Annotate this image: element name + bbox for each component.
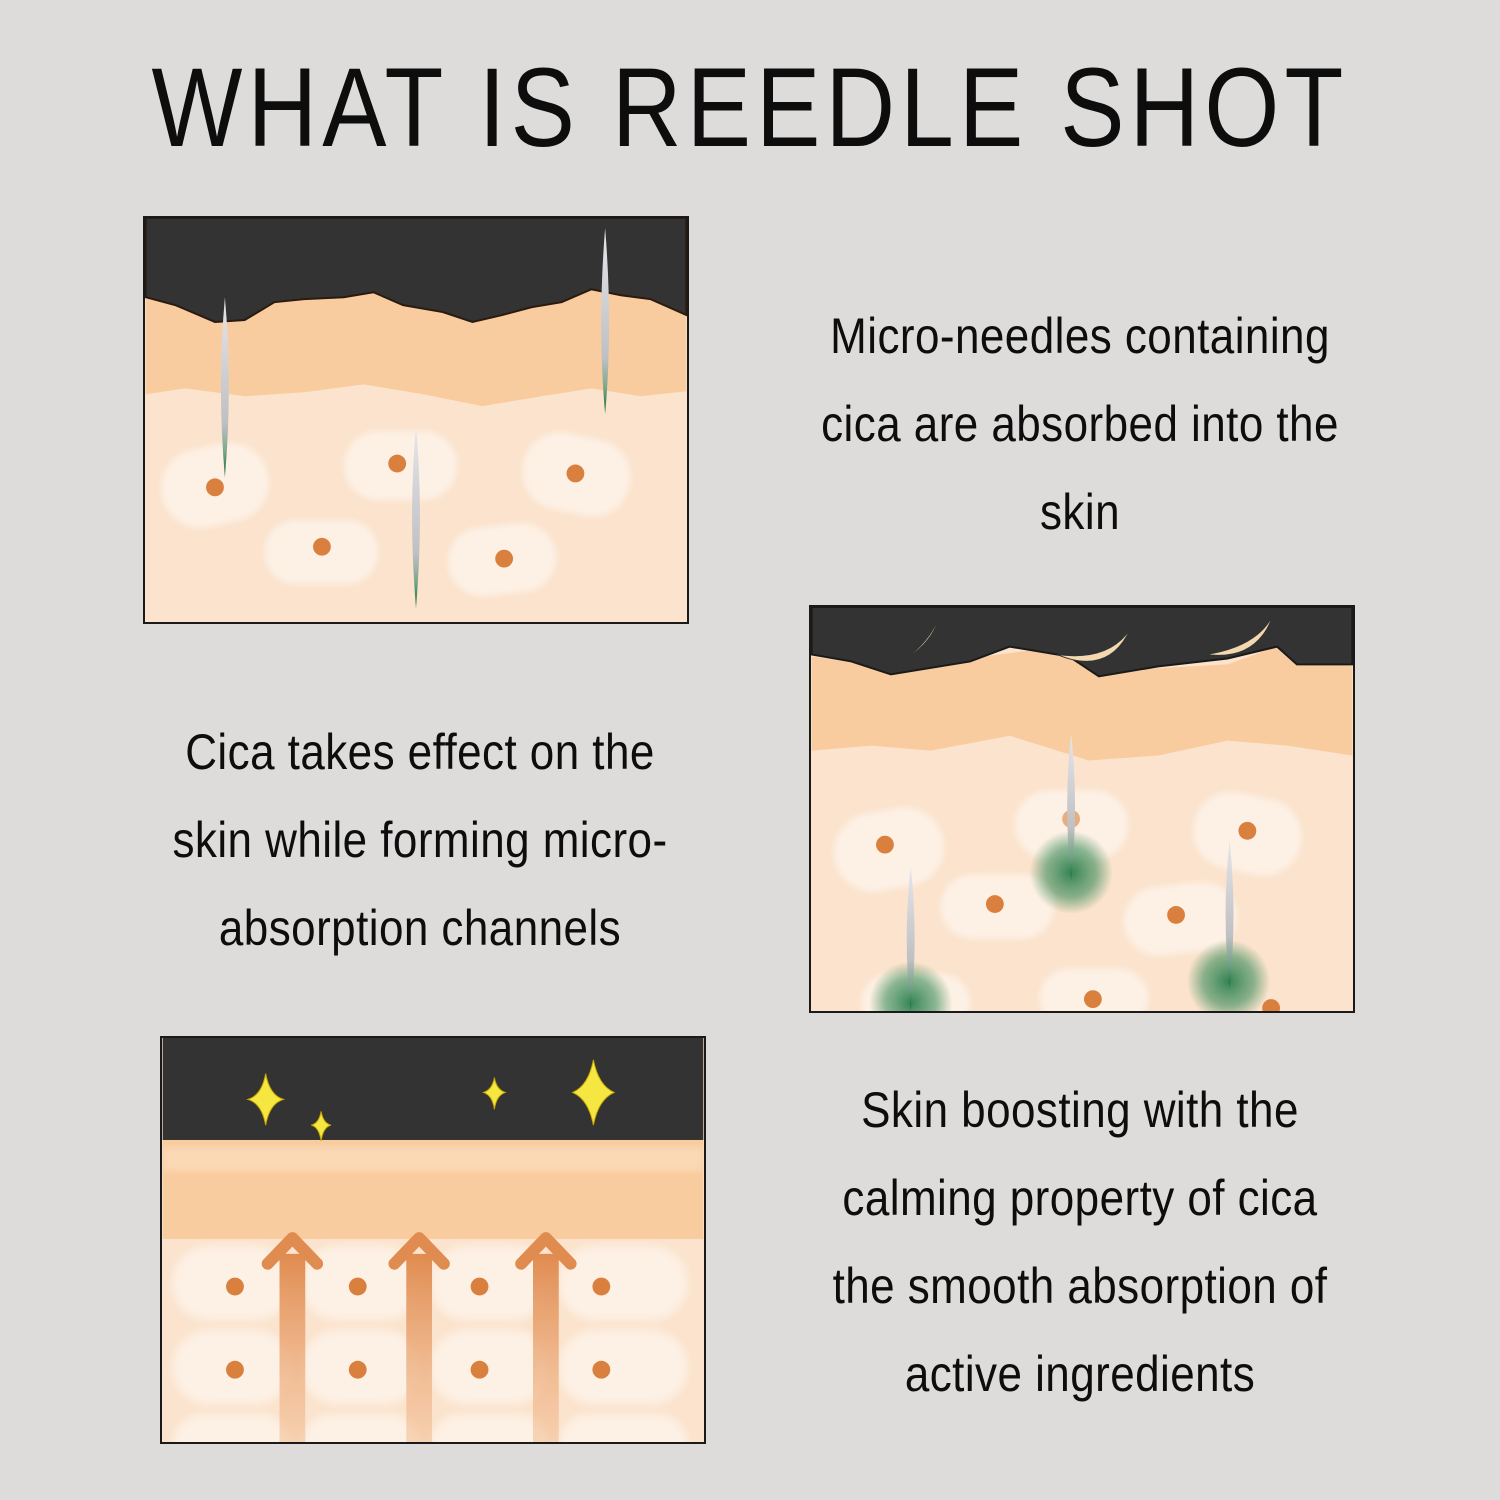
- illustration-skin-boosting: [160, 1036, 706, 1444]
- illustration-cica-absorption: [809, 605, 1355, 1013]
- step-3-caption: Skin boosting with the calming property …: [832, 1082, 1328, 1402]
- cica-absorption-illustration: [811, 607, 1353, 1011]
- step-2-caption: Cica takes effect on the skin while form…: [172, 724, 668, 956]
- micro-needle-icon: [220, 227, 610, 609]
- step-1-caption: Micro-needles containing cica are absorb…: [821, 308, 1339, 540]
- skin-needles-illustration: [145, 218, 687, 622]
- page-title: WHAT IS REEDLE SHOT: [151, 45, 1349, 170]
- sparkle-icon: [246, 1059, 616, 1142]
- cell-nuclei: [226, 1277, 611, 1379]
- upward-arrow-icon: [261, 1232, 577, 1442]
- skin-flake-icon: [882, 614, 1274, 669]
- micro-needle-icon: [906, 733, 1234, 1011]
- illustration-micro-needles: [143, 216, 689, 624]
- cell-nuclei: [206, 454, 585, 568]
- cell-nuclei: [876, 809, 1281, 1011]
- skin-boosting-illustration: [162, 1038, 704, 1442]
